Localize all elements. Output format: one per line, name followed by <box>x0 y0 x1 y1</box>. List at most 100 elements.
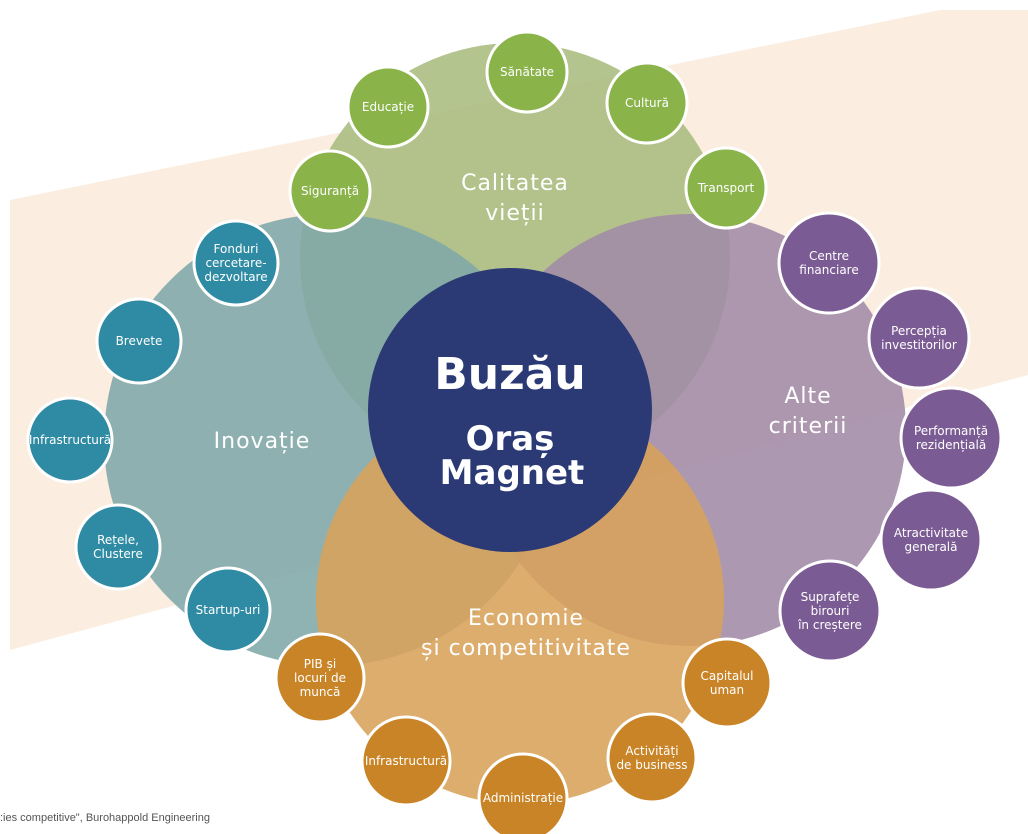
petal-title-line: și competitivitate <box>421 636 631 661</box>
satellite-label-line: Sănătate <box>500 65 554 79</box>
petal-title-bottom: Economie și competitivitate <box>421 606 631 661</box>
satellite-circle <box>184 566 272 654</box>
satellite-circle <box>274 632 366 724</box>
center-hub: Buzău Oraș Magnet <box>368 268 652 552</box>
satellite-label: Educație <box>362 100 414 114</box>
satellite-label-line: financiare <box>799 263 858 277</box>
satellite-circle <box>74 503 162 591</box>
satellite-bottom: Administrație <box>477 752 569 834</box>
satellite-label: Startup-uri <box>196 603 261 617</box>
satellite-label-line: în creștere <box>797 618 862 632</box>
petal-title-left: Inovație <box>214 429 311 454</box>
satellite-circle <box>605 61 689 145</box>
satellite-circle <box>360 715 452 807</box>
satellite-circle <box>777 211 881 315</box>
satellite-label: Transport <box>697 181 755 195</box>
satellite-label-line: Percepția <box>891 324 947 338</box>
satellite-label-line: Educație <box>362 100 414 114</box>
satellite-label-line: Clustere <box>93 547 143 561</box>
satellite-circle <box>485 30 569 114</box>
brand-logo-text: Buzău <box>434 349 586 400</box>
satellite-label-line: cercetare- <box>205 256 266 270</box>
satellite-left: Rețele,Clustere <box>74 503 162 591</box>
satellite-left: Startup-uri <box>184 566 272 654</box>
satellite-label-line: Startup-uri <box>196 603 261 617</box>
satellite-label-line: investitorilor <box>881 338 957 352</box>
satellite-label-line: Cultură <box>625 96 669 110</box>
satellite-circle <box>899 386 1003 490</box>
satellite-label-line: Rețele, <box>97 533 139 547</box>
satellite-label-line: de business <box>616 758 687 772</box>
satellite-label-line: dezvoltare <box>204 270 267 284</box>
satellite-label: Rețele,Clustere <box>93 533 143 561</box>
satellite-circle <box>26 396 114 484</box>
satellite-circle <box>778 559 882 663</box>
satellite-label-line: birouri <box>811 604 850 618</box>
satellite-label: Siguranță <box>301 184 359 198</box>
satellite-top: Sănătate <box>485 30 569 114</box>
satellite-label: Sănătate <box>500 65 554 79</box>
satellite-label-line: muncă <box>300 685 341 699</box>
satellite-label-line: Performanță <box>914 424 988 438</box>
satellite-circle <box>346 65 430 149</box>
satellite-label-line: rezidențială <box>916 438 986 452</box>
petal-title-line: Alte <box>784 384 831 409</box>
satellite-label-line: PIB și <box>304 657 336 671</box>
satellite-circle <box>288 149 372 233</box>
satellite-label: Brevete <box>116 334 163 348</box>
satellite-circle <box>95 297 183 385</box>
satellite-label-line: generală <box>905 540 958 554</box>
satellite-label-line: Capitalul <box>700 669 753 683</box>
satellite-label: Administrație <box>483 791 563 805</box>
satellite-top: Cultură <box>605 61 689 145</box>
petal-title-line: Calitatea <box>461 171 569 196</box>
satellite-label-line: Fonduri <box>214 242 259 256</box>
satellite-label: Infrastructură <box>29 433 111 447</box>
satellite-label-line: Activități <box>625 744 678 758</box>
satellite-circle <box>867 286 971 390</box>
tagline-line2: Magnet <box>440 453 585 493</box>
satellite-label-line: Transport <box>697 181 755 195</box>
satellite-label-line: locuri de <box>294 671 346 685</box>
satellite-label: Cultură <box>625 96 669 110</box>
satellite-left: Infrastructură <box>26 396 114 484</box>
satellite-label: Infrastructură <box>365 754 447 768</box>
satellite-label-line: Siguranță <box>301 184 359 198</box>
satellite-label-line: Administrație <box>483 791 563 805</box>
source-caption: :ies competitive", Burohappold Engineeri… <box>0 812 210 824</box>
satellite-circle <box>192 219 280 307</box>
petal-title-right: Alte criterii <box>769 384 848 439</box>
satellite-label-line: Infrastructură <box>365 754 447 768</box>
satellite-label-line: uman <box>710 683 744 697</box>
satellite-circle <box>606 712 698 804</box>
satellites-layer: Siguranță Educație SănătateCulturăTranspor… <box>26 30 1003 834</box>
petal-title-line: Economie <box>468 606 584 631</box>
petal-title-line: criterii <box>769 414 848 439</box>
tagline-line1: Oraș <box>466 419 555 459</box>
satellite-top: Transport <box>684 146 768 230</box>
satellite-circle <box>477 752 569 834</box>
satellite-label-line: Infrastructură <box>29 433 111 447</box>
satellite-label-line: Brevete <box>116 334 163 348</box>
satellite-circle <box>681 637 773 729</box>
satellite-circle <box>879 488 983 592</box>
satellite-label-line: Atractivitate <box>894 526 968 540</box>
